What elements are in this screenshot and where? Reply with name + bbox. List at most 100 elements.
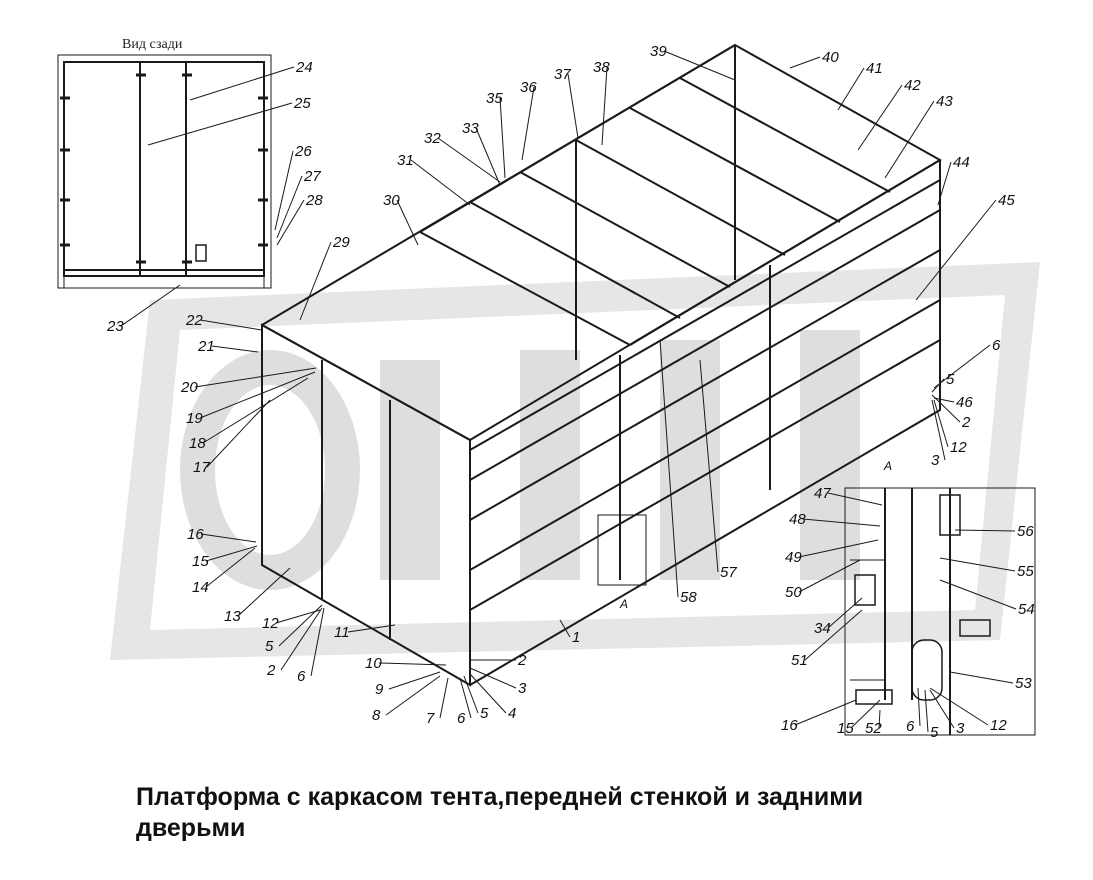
leader-line: [206, 399, 271, 468]
leader-line: [388, 671, 441, 690]
leader-line: [857, 84, 903, 151]
callout-number: 5: [265, 638, 274, 655]
leader-line: [937, 161, 952, 206]
callout-number: 57: [720, 564, 737, 581]
callout-number: 6: [297, 668, 306, 685]
diagram-caption: Платформа с каркасом тента,передней стен…: [136, 782, 1036, 844]
leader-line: [410, 159, 471, 206]
callout-number: 41: [866, 60, 883, 77]
leader-line: [939, 557, 1016, 572]
rear-view-title: Вид сзади: [122, 37, 183, 52]
callout-number: 49: [785, 549, 802, 566]
leader-line: [933, 399, 949, 448]
callout-number: 40: [822, 49, 839, 66]
leader-line: [276, 175, 303, 239]
callout-number: 4: [508, 705, 516, 722]
callout-number: 16: [187, 526, 204, 543]
leader-line: [949, 671, 1014, 684]
callout-number: 35: [486, 90, 503, 107]
leader-line: [931, 399, 946, 461]
callout-number: 22: [185, 312, 203, 329]
callout-number: 44: [953, 154, 970, 171]
callout-number: 45: [998, 192, 1015, 209]
callout-number: 53: [1015, 675, 1032, 692]
callout-number: 5: [946, 371, 955, 388]
callout-number: 32: [424, 130, 441, 147]
leader-line: [120, 284, 181, 327]
callout-number: 1: [572, 629, 580, 646]
leader-line: [917, 687, 921, 727]
callout-labels: 1234567891011121314151617181920212223242…: [106, 43, 1035, 741]
callout-number: 36: [520, 79, 537, 96]
callout-number: 30: [383, 192, 400, 209]
callout-number: 3: [956, 720, 965, 737]
callout-number: 2: [517, 652, 527, 669]
callout-number: 54: [1018, 601, 1035, 618]
leader-line: [915, 199, 997, 301]
leader-line: [205, 547, 256, 588]
leader-line: [827, 597, 863, 629]
leader-line: [199, 319, 263, 331]
leader-line: [827, 492, 883, 506]
detail-marker-box: [597, 514, 647, 586]
callout-number: 6: [457, 710, 466, 727]
callout-number: 5: [930, 724, 939, 741]
leader-line: [798, 539, 879, 558]
leader-line: [789, 56, 821, 69]
leader-line: [199, 371, 316, 419]
leader-line: [924, 689, 929, 733]
callout-number: 15: [192, 553, 209, 570]
leader-line: [439, 677, 449, 719]
leader-line: [194, 367, 317, 388]
leader-line: [275, 609, 321, 624]
leader-line: [929, 689, 955, 729]
callout-number: 3: [931, 452, 940, 469]
callout-number: 38: [593, 59, 610, 76]
leader-line: [884, 100, 935, 179]
callout-number: 12: [950, 439, 967, 456]
leader-line: [931, 394, 961, 423]
detail-a-label: A: [619, 597, 628, 611]
callout-number: 19: [186, 410, 203, 427]
leader-line: [463, 675, 479, 714]
caption-line-1: Платформа с каркасом тента,передней стен…: [136, 783, 864, 811]
detail-view-a: [844, 487, 1036, 736]
leader-line: [850, 699, 881, 729]
callout-number: 31: [397, 152, 414, 169]
callout-number: 6: [992, 337, 1001, 354]
leader-line: [794, 699, 857, 726]
tent-frame: [261, 43, 942, 687]
callout-number: 23: [106, 318, 124, 335]
leader-line: [663, 50, 736, 81]
callout-number: 12: [262, 615, 279, 632]
leader-line: [837, 67, 865, 111]
leader-line: [278, 604, 323, 647]
callout-number: 27: [303, 168, 321, 185]
leader-line: [310, 607, 325, 677]
leader-line: [933, 344, 991, 389]
callout-number: 9: [375, 681, 384, 698]
leader-line: [205, 545, 258, 562]
leader-lines: [120, 50, 1017, 733]
callout-number: 33: [462, 120, 479, 137]
leader-line: [200, 533, 257, 543]
callout-number: 16: [781, 717, 798, 734]
callout-number: 2: [266, 662, 276, 679]
callout-number: 8: [372, 707, 381, 724]
callout-number: 56: [1017, 523, 1034, 540]
leader-line: [347, 624, 396, 633]
leader-line: [211, 345, 259, 353]
leader-line: [459, 677, 472, 719]
callout-number: 48: [789, 511, 806, 528]
callout-number: 5: [480, 705, 489, 722]
callout-number: 34: [814, 620, 831, 637]
leader-line: [521, 86, 535, 161]
leader-line: [469, 673, 507, 714]
leader-line: [385, 675, 441, 716]
watermark-logo: [110, 262, 1040, 660]
callout-number: 6: [906, 718, 915, 735]
callout-number: 20: [180, 379, 198, 396]
callout-number: 39: [650, 43, 667, 60]
